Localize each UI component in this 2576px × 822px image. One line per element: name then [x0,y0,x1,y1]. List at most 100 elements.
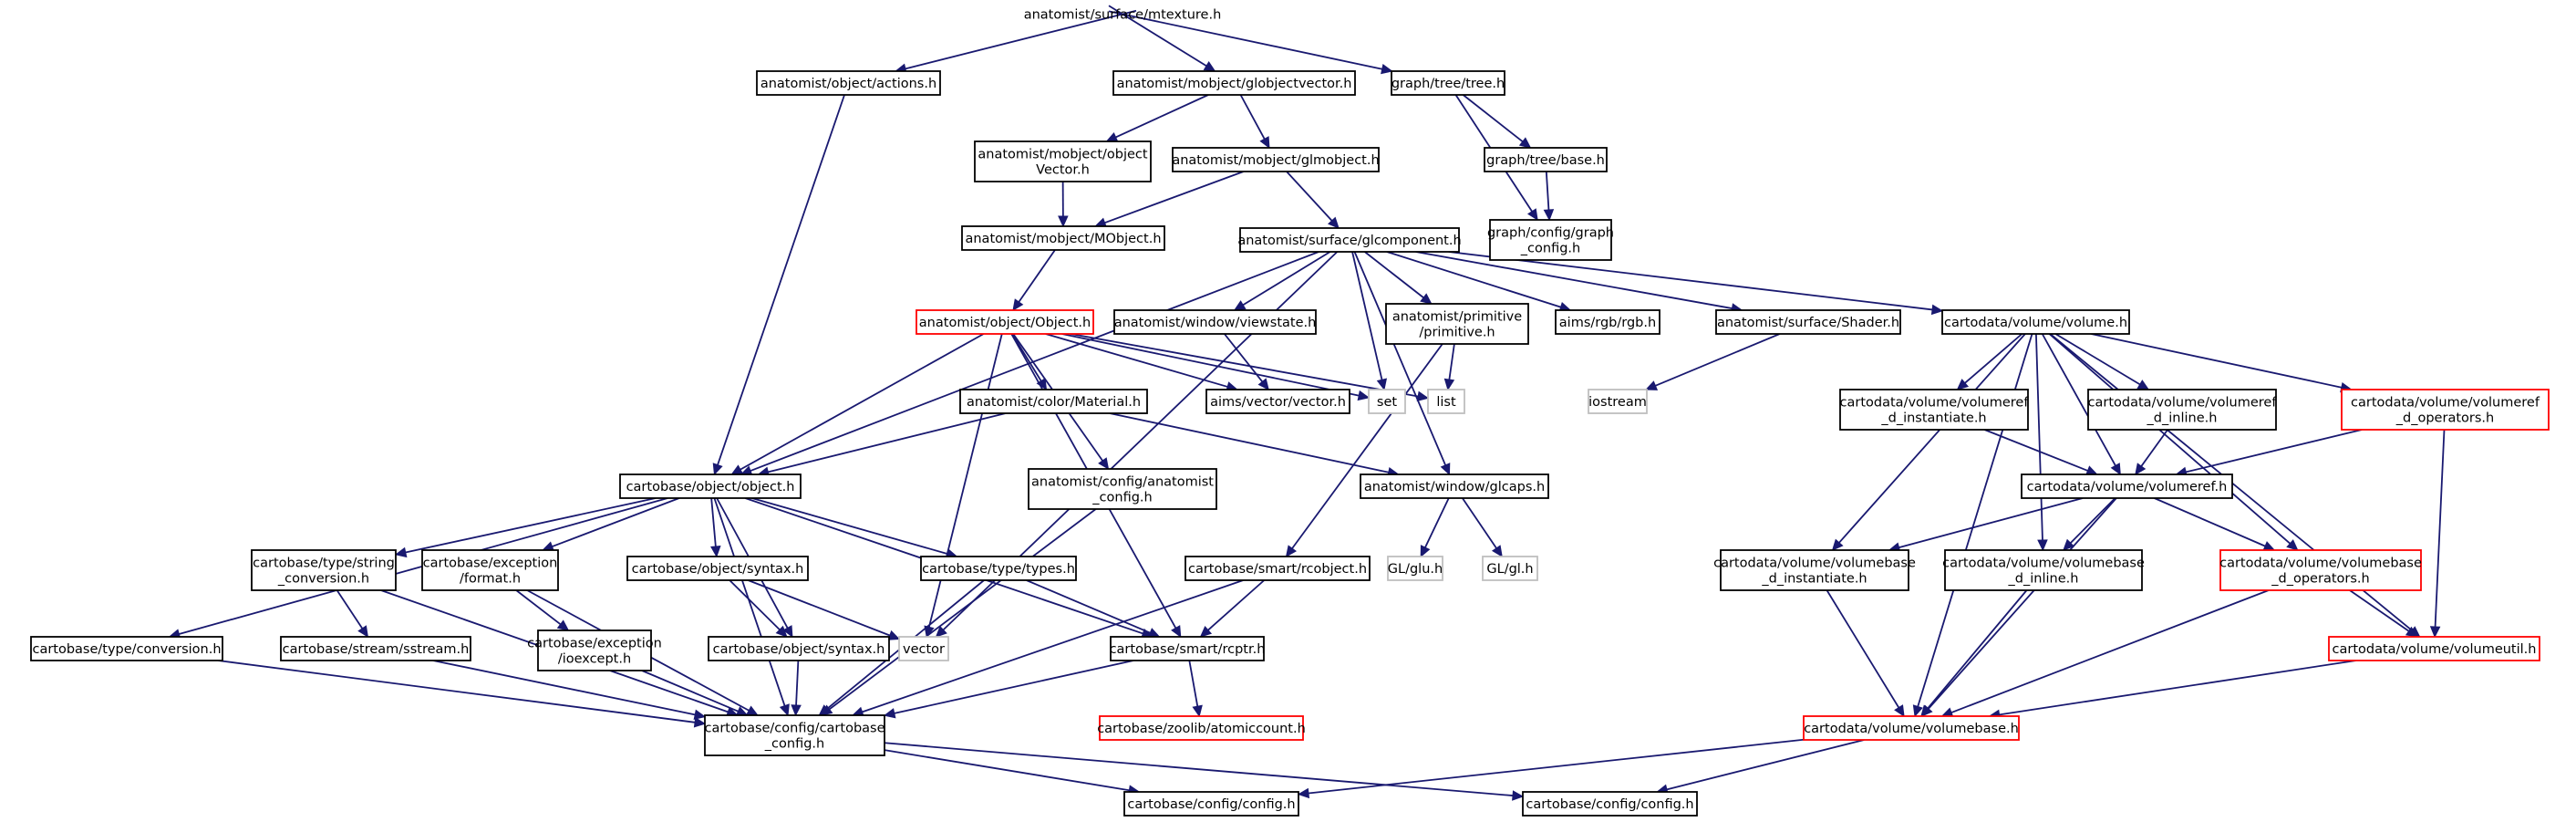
node-syntax1[interactable]: cartobase/object/syntax.h [626,556,809,581]
edge-line [1666,739,1865,791]
node-config1[interactable]: cartobase/config/config.h [1123,791,1299,817]
node-vectorh[interactable]: aims/vector/vector.h [1205,389,1350,414]
arrowhead [1233,300,1247,311]
node-box [2341,389,2550,431]
node-box [251,549,397,591]
node-label: cartodata/volume/volumeref [2351,396,2540,411]
node-mtexture[interactable]: anatomist/surface/mtexture.h [1024,8,1222,23]
arrowhead [1512,790,1525,801]
edge-line [405,497,657,554]
node-label: graph/tree/base.h [1486,153,1605,168]
node-volumeref_inst[interactable]: cartodata/volume/volumeref_d_instantiate… [1839,389,2030,431]
node-rcobject[interactable]: cartobase/smart/rcobject.h [1185,556,1371,581]
edge-globjectvector-to-objectvector [1105,94,1209,142]
node-volumebase[interactable]: cartodata/volume/volumebase.h [1803,715,2020,741]
node-rcptr[interactable]: cartobase/smart/rcptr.h [1110,636,1266,661]
node-objectobject[interactable]: cartobase/object/object.h [619,473,802,499]
node-volumeref_inline[interactable]: cartodata/volume/volumeref_d_inline.h [2087,389,2278,431]
node-label: cartobase/type/string [253,557,395,571]
node-volbase_inline[interactable]: cartodata/volume/volumebase_d_inline.h [1942,549,2145,591]
edge-line [862,579,1244,713]
node-actions[interactable]: anatomist/object/actions.h [756,70,941,96]
edge-format-to-ioexcept [515,589,570,631]
edge-viewstate-to-vectorh [1224,333,1269,390]
edge-objectvector-to-mobject [1058,181,1069,228]
arrowhead [2063,538,2075,551]
node-format[interactable]: cartobase/exception/format.h [421,549,559,591]
node-box [1112,70,1356,96]
node-label: cartobase/object/object.h [626,480,795,494]
edge-line [1655,333,1781,387]
node-glcaps[interactable]: anatomist/window/glcaps.h [1360,473,1549,499]
node-tree[interactable]: graph/tree/tree.h [1391,70,1505,96]
edge-line [1071,333,1419,398]
edge-volbase_ops-to-volumeutil [2349,589,2418,638]
edge-line [748,579,891,637]
node-graphconfig[interactable]: graph/config/graph_config.h [1487,219,1614,261]
node-volumeref_ops[interactable]: cartodata/volume/volumeref_d_operators.h [2341,389,2550,431]
node-label: list [1436,395,1456,410]
edge-line [1999,660,2356,716]
arrowhead [712,463,723,476]
node-anatconfig[interactable]: anatomist/config/anatomist_config.h [1028,468,1217,510]
arrowhead [1543,209,1555,222]
node-shader[interactable]: anatomist/surface/Shader.h [1715,309,1901,335]
node-stringconv[interactable]: cartobase/type/string_conversion.h [251,549,397,591]
node-mobject[interactable]: anatomist/mobject/MObject.h [961,225,1165,251]
node-box [708,636,890,661]
edge-line [2041,333,2116,466]
edge-line [1286,171,1333,222]
node-glmobject[interactable]: anatomist/mobject/glmobject.h [1172,147,1380,172]
node-iostream: iostream [1588,389,1648,414]
node-volumeutil[interactable]: cartodata/volume/volumeutil.h [2328,636,2540,661]
node-volbase_inst[interactable]: cartodata/volume/volumebase_d_instantiat… [1713,549,1916,591]
edge-volumeh-to-volbase_inst [1831,333,2026,551]
node-label: GL/glu.h [1388,562,1443,577]
node-config2[interactable]: cartobase/config/config.h [1522,791,1698,817]
arrowhead [2405,626,2418,638]
edge-glcomponent-to-glcaps [1353,251,1451,476]
node-volumeref[interactable]: cartodata/volume/volumeref.h [2021,473,2233,499]
node-material[interactable]: anatomist/color/Material.h [959,389,1148,414]
node-atomiccount[interactable]: cartobase/zoolib/atomiccount.h [1097,715,1306,741]
arrowhead [357,625,369,639]
edge-cartobaseconfig-to-config1 [884,749,1141,796]
node-label: _config.h [764,737,824,752]
edge-line [1927,589,2028,710]
edge-line [1351,251,1383,380]
node-box [280,636,471,661]
node-box [959,389,1148,414]
edge-line [2070,497,2116,544]
node-volbase_ops[interactable]: cartodata/volume/volumebase_d_operators.… [2219,549,2422,591]
edge-line [750,251,1319,472]
node-rgb[interactable]: aims/rgb/rgb.h [1555,309,1660,335]
node-box [1368,389,1406,414]
node-types[interactable]: cartobase/type/types.h [920,556,1077,581]
edge-line [2054,333,2141,386]
edge-shader-to-iostream [1645,333,1781,390]
node-label: aims/rgb/rgb.h [1559,316,1656,330]
edge-line [1386,251,1561,308]
node-base[interactable]: graph/tree/base.h [1484,147,1608,172]
node-label: set [1377,395,1397,410]
node-cartobaseconfig[interactable]: cartobase/config/cartobase_config.h [704,714,885,756]
node-ioexcept[interactable]: cartobase/exception/ioexcept.h [527,630,662,671]
node-box [1482,556,1538,581]
node-conversion[interactable]: cartobase/type/conversion.h [30,636,223,661]
edge-line [1364,251,1424,298]
node-syntax2[interactable]: cartobase/object/syntax.h [708,636,890,661]
arrowhead [887,630,901,640]
node-primitive[interactable]: anatomist/primitive/primitive.h [1385,303,1529,345]
node-sstream[interactable]: cartobase/stream/sstream.h [280,636,471,661]
node-volumeh[interactable]: cartodata/volume/volume.h [1941,309,2130,335]
node-viewstate[interactable]: anatomist/window/viewstate.h [1113,309,1317,335]
node-glcomponent[interactable]: anatomist/surface/glcomponent.h [1237,227,1462,253]
node-box [1720,549,1909,591]
node-objecth[interactable]: anatomist/object/Object.h [916,309,1094,335]
node-label: anatomist/object/actions.h [760,77,936,91]
edge-line [1838,333,2026,544]
edge-line [751,497,948,555]
node-globjectvector[interactable]: anatomist/mobject/globjectvector.h [1112,70,1356,96]
node-box [619,473,802,499]
